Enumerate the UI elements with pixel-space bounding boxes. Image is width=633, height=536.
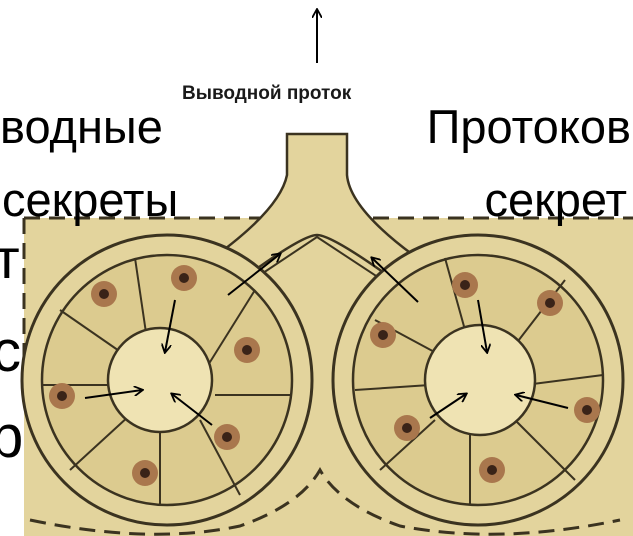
left-acinus — [22, 235, 312, 525]
left-lumen — [108, 328, 212, 432]
overlay-fragment-2: с — [0, 323, 21, 381]
overlay-text-top-left: водные — [0, 103, 163, 150]
duct-label: Выводной проток — [182, 84, 351, 103]
right-acinus — [333, 235, 623, 525]
overlay-fragment-1: т — [0, 231, 20, 287]
overlay-text-top-right: Протоков — [427, 103, 631, 150]
overlay-text-mid-right: секрет — [485, 176, 627, 223]
overlay-text-mid-left: секреты — [2, 176, 178, 223]
right-lumen — [425, 325, 535, 435]
overlay-fragment-3: р — [0, 407, 23, 467]
